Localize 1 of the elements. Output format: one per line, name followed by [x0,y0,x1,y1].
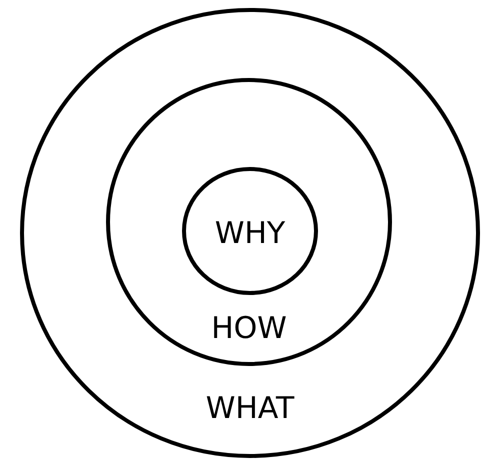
circle-ring: WHY [182,166,318,295]
